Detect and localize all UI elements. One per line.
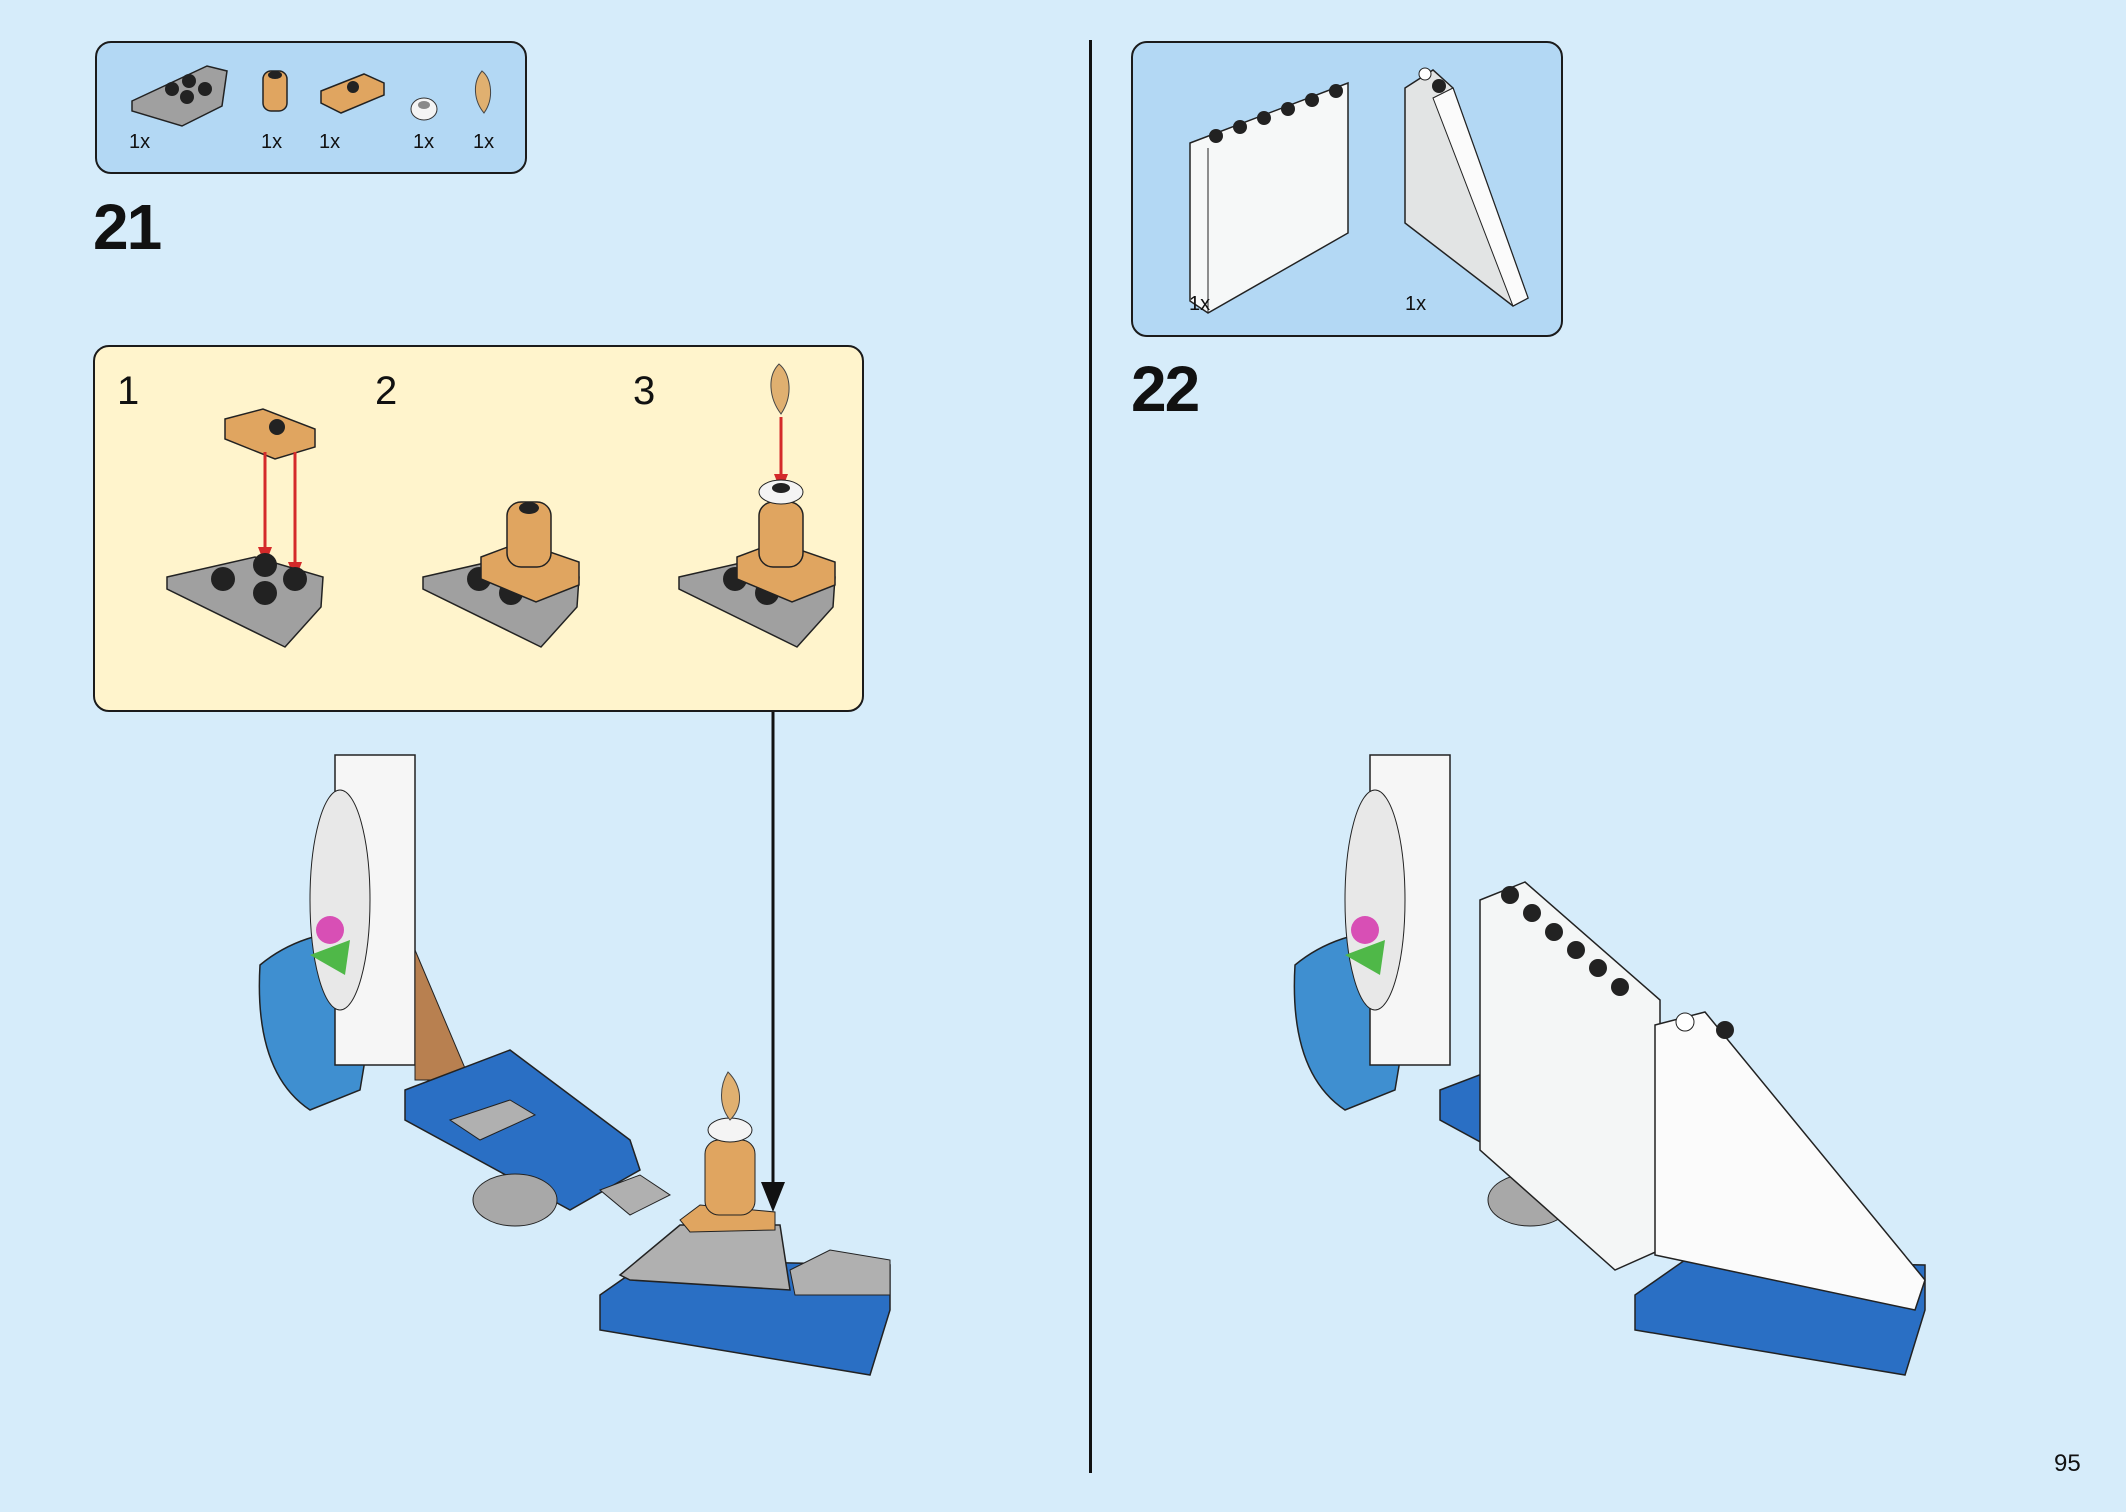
step-21-parts-list: 1x 1x 1x 1x 1x — [95, 41, 527, 174]
part-qty: 1x — [319, 131, 341, 153]
gold-flame-part — [475, 70, 491, 114]
step-21-model-illustration — [258, 754, 891, 1376]
white-slope-wall-part — [1404, 67, 1529, 307]
tan-jumper-plate-part — [320, 73, 385, 114]
substep-1-illustration — [166, 408, 324, 648]
step-number: 21 — [93, 191, 162, 263]
substep-3-illustration — [678, 363, 836, 648]
page-number: 95 — [2054, 1450, 2081, 1477]
substep-number: 1 — [117, 369, 140, 413]
white-round-plate-part — [410, 97, 438, 121]
step-number: 22 — [1131, 353, 1200, 425]
page-divider — [1089, 40, 1092, 1473]
part-qty: 1x — [261, 131, 283, 153]
part-qty: 1x — [1405, 293, 1427, 315]
part-qty: 1x — [473, 131, 495, 153]
step-22-model-illustration — [1293, 754, 1926, 1376]
part-qty: 1x — [129, 131, 151, 153]
substep-callout: 1 2 3 — [93, 345, 864, 712]
substep-number: 3 — [633, 369, 656, 413]
callout-pointer-arrow — [761, 712, 785, 1212]
part-qty: 1x — [413, 131, 435, 153]
substep-2-illustration — [422, 501, 580, 648]
step-22-parts-list: 1x 1x — [1131, 41, 1563, 337]
tan-round-brick-part — [262, 70, 288, 112]
gray-wedge-plate-part — [131, 65, 228, 127]
substep-number: 2 — [375, 369, 398, 413]
white-panel-wall-part — [1189, 81, 1349, 314]
part-qty: 1x — [1189, 293, 1211, 315]
